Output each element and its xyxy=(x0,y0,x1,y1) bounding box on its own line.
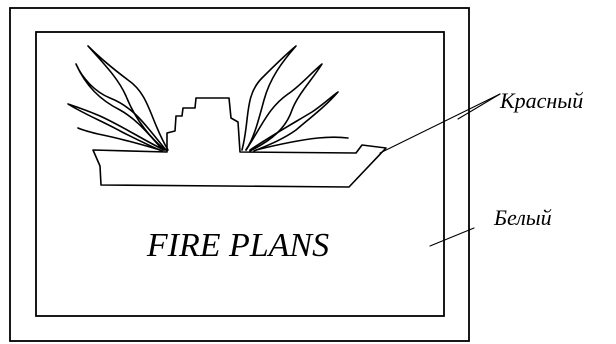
callout-white: Белый xyxy=(430,205,552,246)
leader-line-white xyxy=(430,228,474,246)
inner-panel-white xyxy=(36,32,444,316)
callout-label-red: Красный xyxy=(499,88,583,113)
flame-icon-left xyxy=(68,46,168,151)
callout-label-white: Белый xyxy=(493,205,552,230)
ship-icon xyxy=(93,98,386,187)
leader-line-red-to-ship xyxy=(380,94,500,153)
sign-title: FIRE PLANS xyxy=(146,227,329,264)
leader-line-red-to-frame xyxy=(458,94,500,119)
callout-red: Красный xyxy=(380,88,583,153)
outer-frame-red xyxy=(10,8,469,341)
flame-icon-right xyxy=(242,46,348,151)
